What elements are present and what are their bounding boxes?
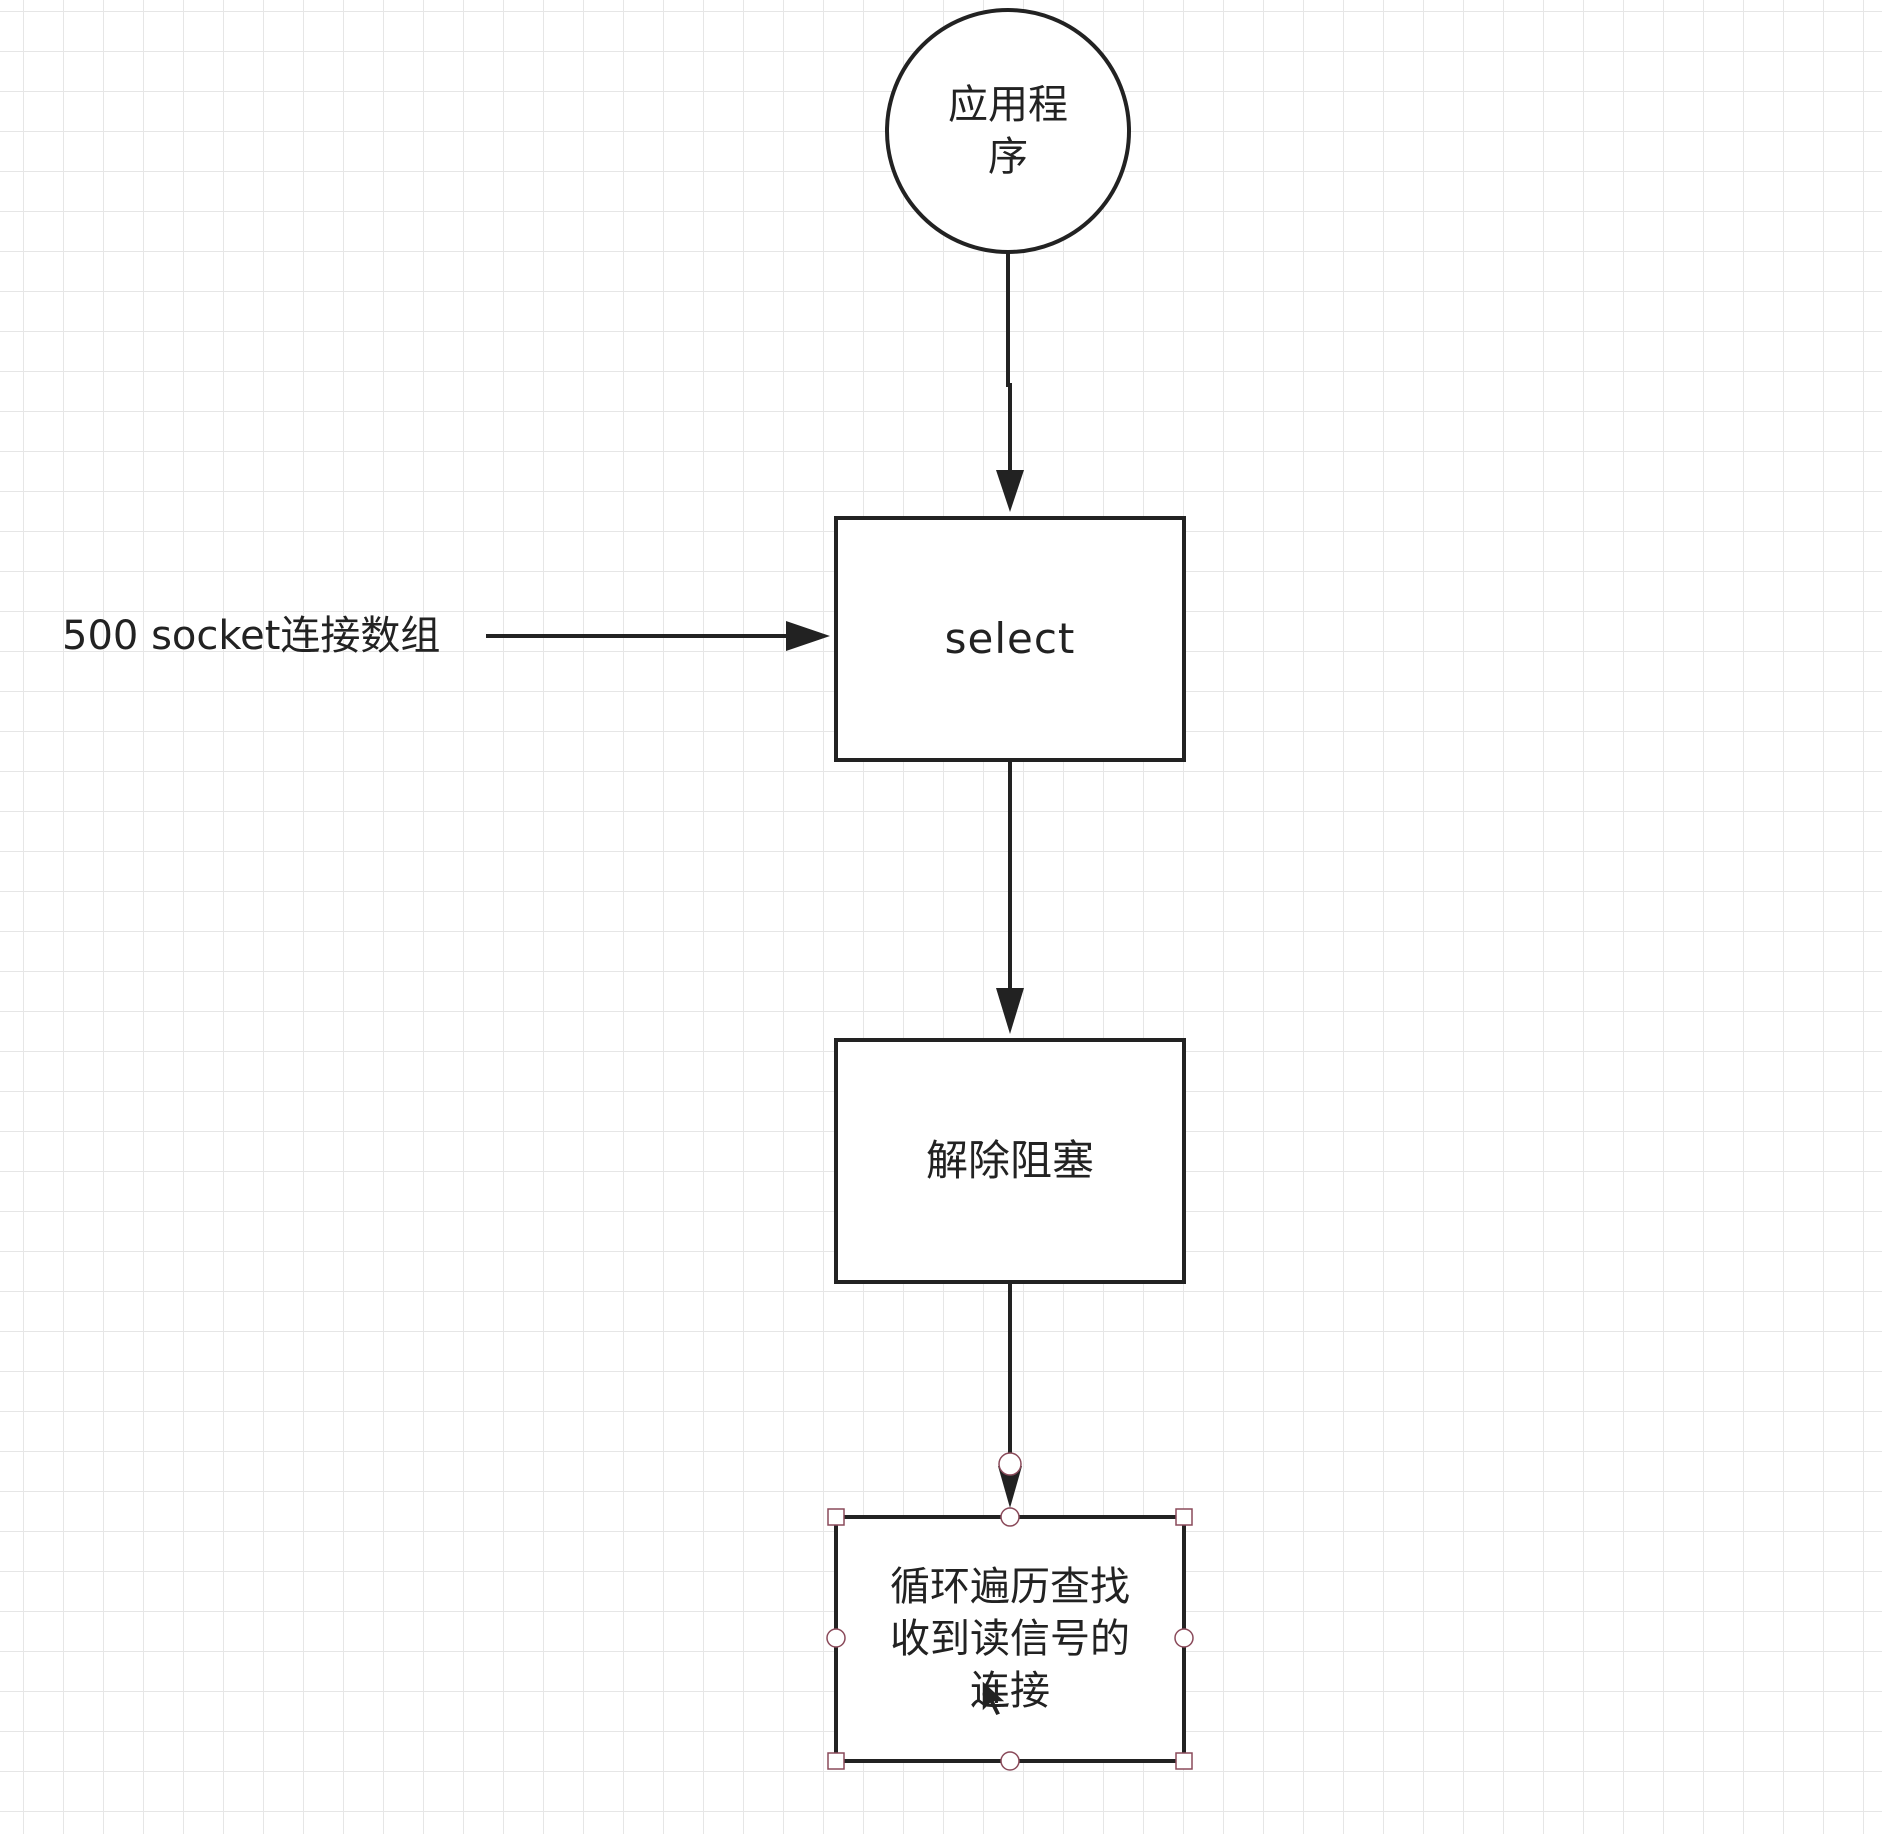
- app-node-label: 应用程 序: [948, 82, 1068, 180]
- arrowhead-select-to-unblock: [996, 988, 1024, 1034]
- unblock-node-shape[interactable]: [834, 1038, 1186, 1284]
- select-node-shape[interactable]: [834, 516, 1186, 762]
- edge-app-to-select[interactable]: [1006, 252, 1012, 474]
- traverse-node-shape[interactable]: [834, 1515, 1186, 1763]
- sockets-edge-label: 500 socket连接数组: [62, 613, 441, 659]
- connection-point-right[interactable]: [1174, 1628, 1194, 1648]
- mouse-pointer-icon: [981, 1678, 1008, 1717]
- unblock-node-label: 解除阻塞: [925, 1135, 1094, 1185]
- resize-handle-top-right[interactable]: [1175, 1508, 1193, 1526]
- resize-handle-bottom-right[interactable]: [1175, 1752, 1193, 1770]
- arrowhead-sockets-to-select: [786, 621, 830, 651]
- arrowhead-app-to-select: [996, 470, 1024, 512]
- edge-endpoint-handle[interactable]: [998, 1452, 1022, 1476]
- select-node-label: select: [944, 613, 1076, 663]
- arrowhead-unblock-to-traverse: [998, 1466, 1022, 1508]
- resize-handle-bottom-left[interactable]: [827, 1752, 845, 1770]
- connection-point-left[interactable]: [826, 1628, 846, 1648]
- traverse-node-label: 循环遍历查找 收到读信号的 连接: [890, 1564, 1130, 1714]
- connection-point-bottom[interactable]: [1000, 1751, 1020, 1771]
- connection-point-top[interactable]: [1000, 1507, 1020, 1527]
- resize-handle-top-left[interactable]: [827, 1508, 845, 1526]
